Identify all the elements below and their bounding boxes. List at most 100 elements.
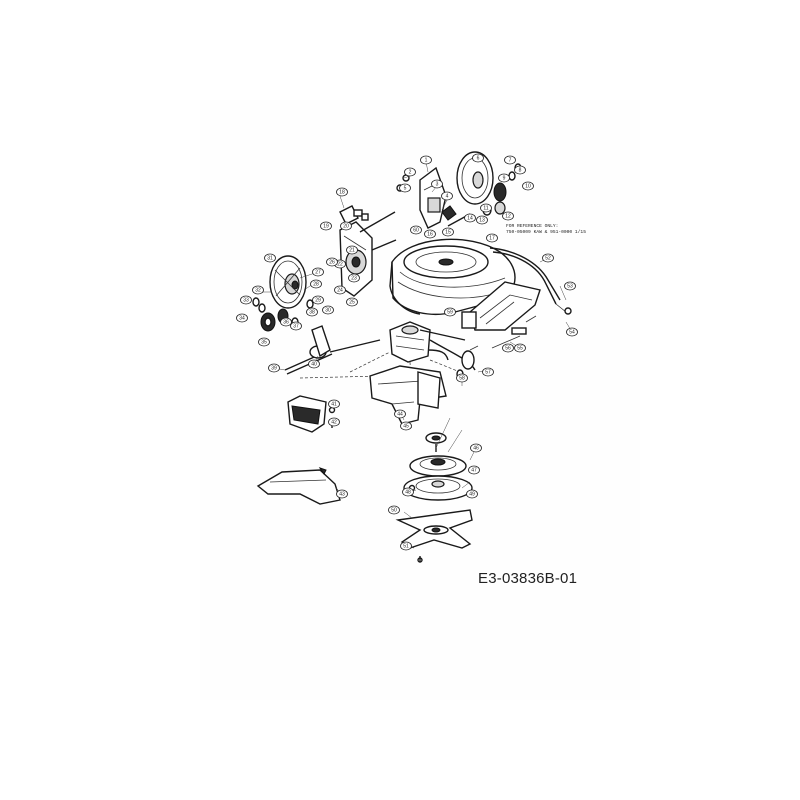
part-callout-28: 28 xyxy=(310,279,322,289)
drive-disk xyxy=(403,455,473,501)
part-callout-27: 27 xyxy=(312,267,324,277)
part-callout-label: 17 xyxy=(489,235,495,241)
part-callout-16: 16 xyxy=(424,229,436,239)
part-callout-label: 1 xyxy=(425,157,428,163)
part-callout-19: 19 xyxy=(320,221,332,231)
part-callout-label: 44 xyxy=(397,411,403,417)
part-callout-17: 17 xyxy=(486,233,498,243)
part-callout-label: 37 xyxy=(293,323,299,329)
part-callout-label: 22 xyxy=(337,261,343,267)
part-callout-label: 35 xyxy=(261,339,267,345)
part-callout-label: 10 xyxy=(525,183,531,189)
part-callout-label: 60 xyxy=(413,227,419,233)
part-callout-label: 39 xyxy=(271,365,277,371)
part-callout-5: 5 xyxy=(399,183,411,193)
part-callout-label: 27 xyxy=(315,269,321,275)
rear-right-wheel xyxy=(456,151,522,216)
rear-chute xyxy=(461,281,541,331)
part-callout-label: 26 xyxy=(329,259,335,265)
part-callout-label: 13 xyxy=(479,217,485,223)
part-callout-label: 31 xyxy=(267,255,273,261)
front-axle xyxy=(284,325,381,379)
part-callout-label: 41 xyxy=(331,401,337,407)
blade-adapter xyxy=(425,432,447,452)
part-callout-label: 4 xyxy=(446,193,449,199)
part-callout-51: 51 xyxy=(400,541,412,551)
part-callout-label: 2 xyxy=(409,169,412,175)
transmission xyxy=(349,321,466,401)
part-callout-label: 46 xyxy=(473,445,479,451)
part-callout-49: 49 xyxy=(466,489,478,499)
part-callout-48: 48 xyxy=(402,487,414,497)
part-callout-label: 53 xyxy=(567,283,573,289)
part-callout-38: 38 xyxy=(306,307,318,317)
part-callout-10: 10 xyxy=(522,181,534,191)
part-callout-23: 23 xyxy=(348,273,360,283)
part-callout-label: 40 xyxy=(311,361,317,367)
part-callout-2: 2 xyxy=(404,167,416,177)
part-callout-52: 52 xyxy=(542,253,554,263)
part-callout-label: 48 xyxy=(405,489,411,495)
side-discharge-chute xyxy=(256,467,341,505)
part-callout-14: 14 xyxy=(464,213,476,223)
part-callout-label: 55 xyxy=(517,345,523,351)
part-callout-41: 41 xyxy=(328,399,340,409)
mower-deck xyxy=(389,238,516,315)
part-callout-56: 56 xyxy=(502,343,514,353)
part-callout-24: 24 xyxy=(334,285,346,295)
part-callout-label: 45 xyxy=(403,423,409,429)
part-callout-33: 33 xyxy=(240,295,252,305)
part-callout-43: 43 xyxy=(336,489,348,499)
part-callout-20: 20 xyxy=(340,221,352,231)
part-callout-label: 14 xyxy=(467,215,473,221)
part-callout-45: 45 xyxy=(400,421,412,431)
part-callout-label: 28 xyxy=(313,281,319,287)
reference-note-line1: FOR REFERENCE ONLY: xyxy=(506,223,558,229)
part-callout-label: 20 xyxy=(343,223,349,229)
part-callout-9: 9 xyxy=(498,173,510,183)
part-callout-55: 55 xyxy=(514,343,526,353)
part-callout-21: 21 xyxy=(346,245,358,255)
part-callout-label: 30 xyxy=(325,307,331,313)
part-callout-label: 3 xyxy=(436,181,439,187)
part-callout-label: 6 xyxy=(477,155,480,161)
part-callout-34: 34 xyxy=(236,313,248,323)
part-callout-53: 53 xyxy=(564,281,576,291)
discharge-baffle xyxy=(369,365,447,425)
front-left-wheel xyxy=(269,255,307,309)
part-callout-8: 8 xyxy=(514,165,526,175)
part-callout-37: 37 xyxy=(290,321,302,331)
part-callout-46: 46 xyxy=(470,443,482,453)
part-callout-label: 36 xyxy=(283,319,289,325)
part-callout-label: 33 xyxy=(243,297,249,303)
part-callout-3: 3 xyxy=(431,179,443,189)
part-callout-label: 51 xyxy=(403,543,409,549)
part-callout-60: 60 xyxy=(410,225,422,235)
part-callout-32: 32 xyxy=(252,285,264,295)
part-callout-label: 11 xyxy=(483,205,488,211)
part-callout-47: 47 xyxy=(468,465,480,475)
part-callout-35: 35 xyxy=(258,337,270,347)
part-callout-label: 15 xyxy=(445,229,451,235)
part-callout-label: 34 xyxy=(239,315,245,321)
part-callout-label: 56 xyxy=(505,345,511,351)
part-callout-18: 18 xyxy=(336,187,348,197)
rear-flap xyxy=(287,395,336,433)
part-callout-7: 7 xyxy=(504,155,516,165)
drive-cable xyxy=(429,315,537,379)
part-callout-label: 47 xyxy=(471,467,477,473)
part-callout-label: 5 xyxy=(404,185,407,191)
part-callout-31: 31 xyxy=(264,253,276,263)
part-callout-label: 54 xyxy=(569,329,575,335)
part-callout-label: 52 xyxy=(545,255,551,261)
part-callout-39: 39 xyxy=(268,363,280,373)
part-callout-label: 12 xyxy=(505,213,511,219)
part-callout-label: 18 xyxy=(339,189,345,195)
part-callout-44: 44 xyxy=(394,409,406,419)
part-callout-54: 54 xyxy=(566,327,578,337)
part-callout-58: 58 xyxy=(456,373,468,383)
mower-blade xyxy=(395,509,473,563)
part-callout-12: 12 xyxy=(502,211,514,221)
part-callout-label: 25 xyxy=(349,299,355,305)
